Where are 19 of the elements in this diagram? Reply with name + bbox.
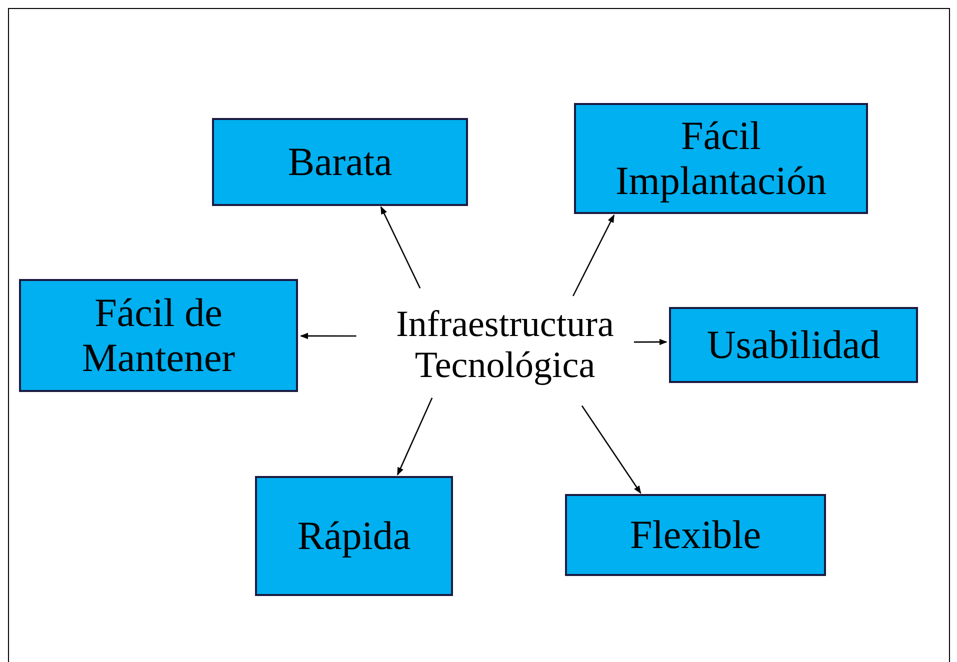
process-box [19, 279, 298, 392]
arrow [300, 332, 356, 340]
box-label: Fácil Implantación [614, 114, 828, 204]
arrow [572, 214, 615, 296]
arrow [634, 338, 668, 346]
process-box [574, 103, 868, 214]
box-label: Barata [288, 140, 392, 184]
process-box [669, 307, 918, 383]
box-label: Fácil de Mantener [80, 290, 236, 380]
process-box [212, 118, 468, 206]
arrow [380, 206, 421, 288]
box-label: Usabilidad [706, 322, 880, 368]
arrow [581, 405, 642, 494]
box-label: Flexible [630, 512, 762, 558]
process-box [565, 494, 826, 576]
arrow [396, 398, 433, 476]
process-box [255, 476, 453, 596]
central-label: Infraestructura Tecnológica [395, 304, 615, 386]
box-label: Rápida [297, 514, 411, 558]
